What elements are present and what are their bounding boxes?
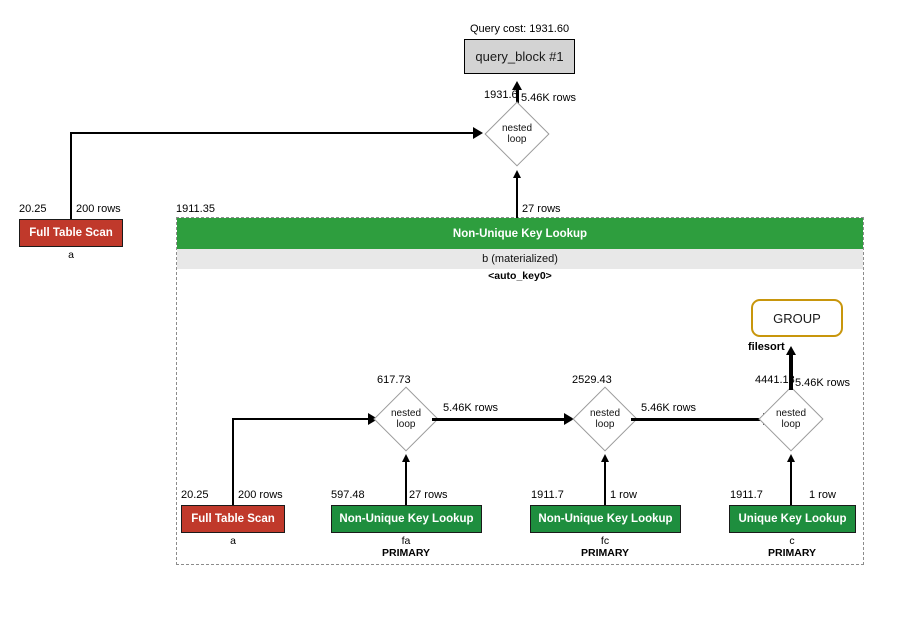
arrowhead-to-queryblock [512,81,522,90]
inner-scan-rows-label: 200 rows [238,489,283,501]
edge-nestedloop2-to-nestedloop3 [631,418,766,421]
alias-text: a [68,249,74,261]
top-scan-cost-label: 20.25 [19,203,47,215]
edge-subquery-to-top-nestedloop [516,178,518,218]
key-text: PRIMARY [580,547,630,559]
top-nested-loop-rows-label: 5.46K rows [521,92,577,104]
query-cost-label: Query cost: 1931.60 [470,23,570,35]
arrowhead-innerscan-to-nestedloop1 [368,413,378,425]
inner-op-2-caption: fc PRIMARY [581,535,629,559]
top-scan-rows-label: 200 rows [76,203,121,215]
inner-op-1-node[interactable]: Non-Unique Key Lookup [331,505,482,533]
top-nested-loop-node[interactable]: nested loop [484,101,550,167]
arrowhead-nestedloop3-to-group [786,346,796,355]
subquery-alias-label: b (materialized) [177,249,863,269]
inner-op-3-rows-label: 1 row [809,489,836,501]
nested-loop-label-line1: nested [501,123,533,134]
nested-loop-label-line1: nested [390,408,422,419]
arrowhead-op1-to-nestedloop1 [402,454,410,462]
subquery-key-label: <auto_key0> [488,270,552,282]
inner-nested-loop-1-node[interactable]: nested loop [373,386,439,452]
inner-op-1-caption: fa PRIMARY [382,535,430,559]
alias-text: c [789,535,795,547]
edge-innerscan-horizontal [232,418,370,420]
inner-nested-loop-1-rows-label: 5.46K rows [443,402,499,414]
inner-full-table-scan-node[interactable]: Full Table Scan [181,505,285,533]
inner-op-3-node[interactable]: Unique Key Lookup [729,505,856,533]
filesort-label: filesort [748,341,785,353]
edge-nestedloop3-to-group [789,355,793,390]
nested-loop-label-line2: loop [507,134,527,145]
inner-nested-loop-3-node[interactable]: nested loop [758,386,824,452]
inner-op-1-rows-label: 27 rows [409,489,448,501]
materialized-subquery-container [176,217,864,565]
subquery-header-label: Non-Unique Key Lookup [177,218,863,249]
group-node[interactable]: GROUP [751,299,843,337]
inner-scan-cost-label: 20.25 [181,489,209,501]
edge-nestedloop1-to-nestedloop2 [432,418,567,421]
nested-loop-label-line1: nested [775,408,807,419]
edge-op1-to-nestedloop1 [405,462,407,505]
key-text: PRIMARY [381,547,431,559]
inner-full-table-scan-alias: a [230,535,236,547]
inner-op-3-caption: c PRIMARY [768,535,816,559]
top-nested-loop-cost-label: 1931.6 [484,89,518,101]
inner-nested-loop-2-cost-label: 2529.43 [572,374,612,386]
edge-op2-to-nestedloop2 [604,462,606,505]
inner-nested-loop-2-rows-label: 5.46K rows [641,402,697,414]
arrowhead-topscan-to-nestedloop [473,127,483,139]
subquery-cost-label: 1911.35 [176,203,215,215]
nested-loop-label-line1: nested [589,408,621,419]
arrowhead-op3-to-nestedloop3 [787,454,795,462]
arrowhead-op2-to-nestedloop2 [601,454,609,462]
edge-topscan-vertical [70,133,72,219]
top-full-table-scan-node[interactable]: Full Table Scan [19,219,123,247]
arrowhead-nestedloop1-to-nestedloop2 [564,413,574,425]
arrowhead-subquery-to-top-nestedloop [513,170,521,178]
inner-nested-loop-3-rows-label: 5.46K rows [795,377,851,389]
alias-text: a [230,535,236,547]
inner-nested-loop-3-cost-label: 4441.13 [755,374,795,386]
nested-loop-label-line2: loop [595,419,615,430]
nested-loop-label-line2: loop [396,419,416,430]
alias-text: fa [401,535,411,547]
query-block-node[interactable]: query_block #1 [464,39,575,74]
inner-nested-loop-1-cost-label: 617.73 [377,374,411,386]
inner-op-2-node[interactable]: Non-Unique Key Lookup [530,505,681,533]
inner-op-2-cost-label: 1911.7 [531,489,564,501]
edge-innerscan-vertical [232,419,234,505]
top-nested-loop-right-rows-label: 27 rows [522,203,561,215]
nested-loop-label-line2: loop [781,419,801,430]
inner-op-2-rows-label: 1 row [610,489,637,501]
edge-op3-to-nestedloop3 [790,462,792,505]
alias-text: fc [600,535,610,547]
inner-op-1-cost-label: 597.48 [331,489,365,501]
key-text: PRIMARY [767,547,817,559]
inner-op-3-cost-label: 1911.7 [730,489,763,501]
edge-topscan-horizontal [70,132,475,134]
inner-nested-loop-2-node[interactable]: nested loop [572,386,638,452]
top-full-table-scan-alias: a [68,249,74,261]
